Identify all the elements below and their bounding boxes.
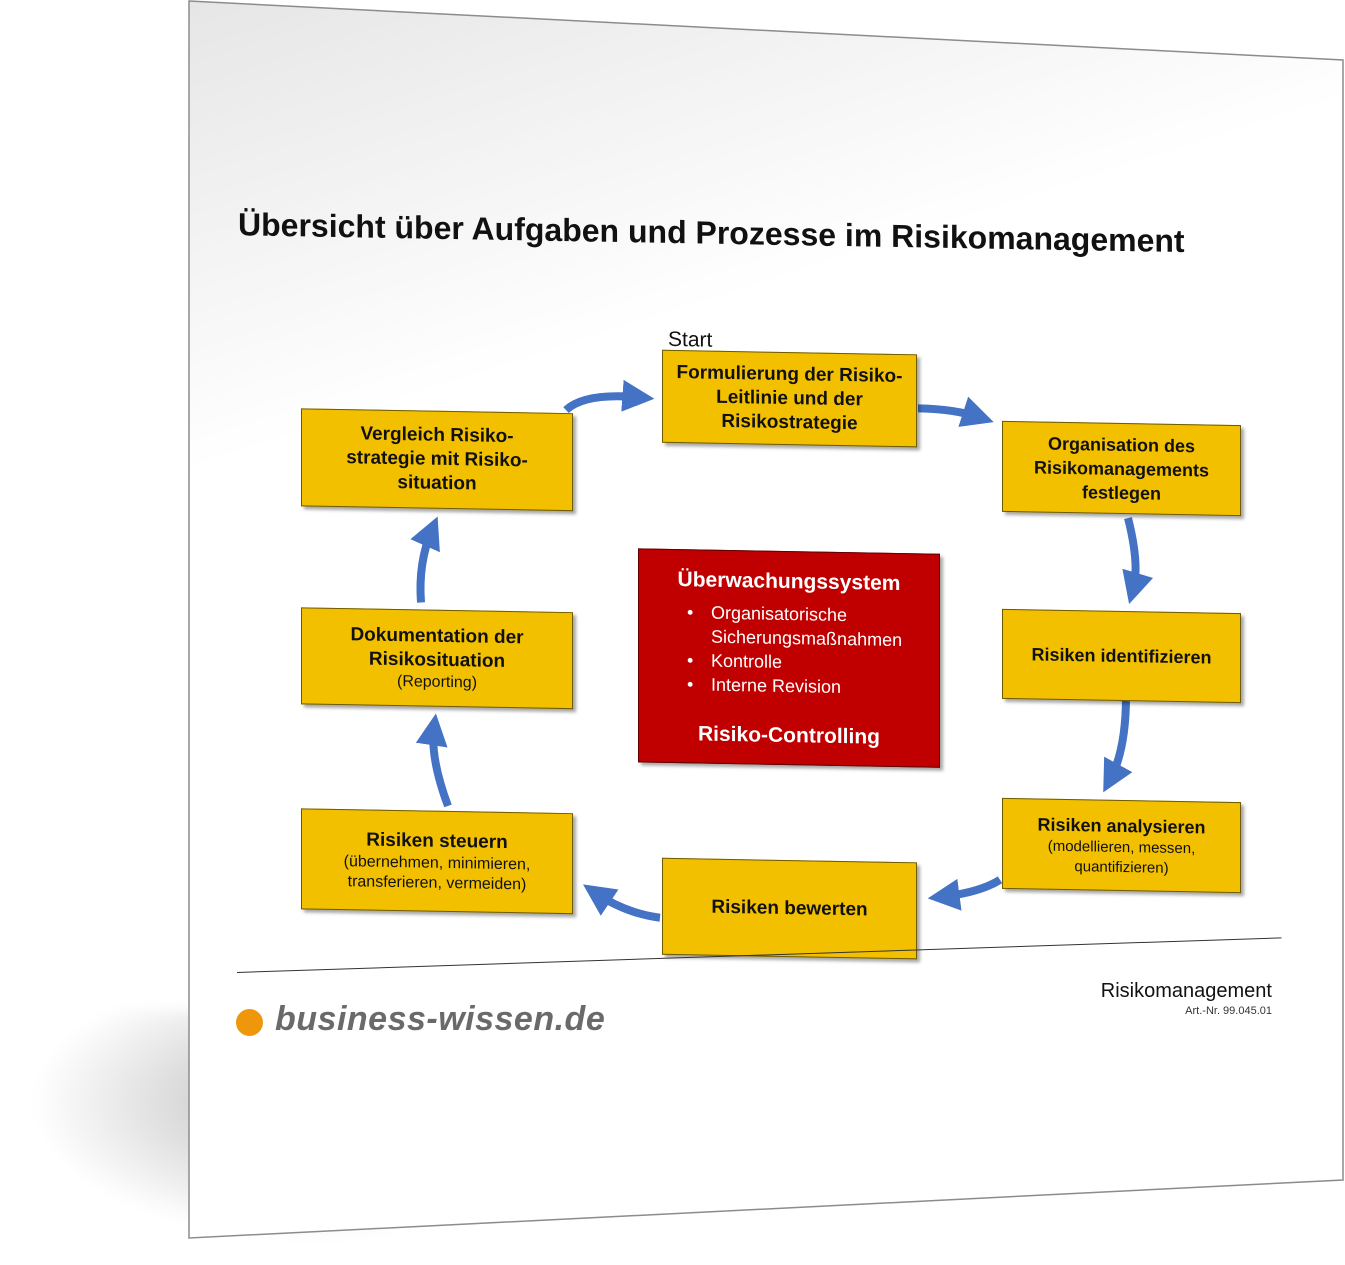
box-dokumentation: Dokumentation der Risikosituation (Repor… [301,607,573,710]
center-list-item-1: Organisatorische Sicherungsmaßnahmen [711,601,902,652]
arrow-steuern-to-dokumentation [415,713,452,808]
arrow-bewerten-to-steuern [583,884,661,922]
arrow-organisation-to-identifizieren [1122,517,1154,604]
box-bewerten-line-1: Risiken bewerten [711,896,868,920]
box-organisation-line-2: Risikomanagements [1033,456,1210,481]
box-formulierung: Formulierung der Risiko- Leitlinie und d… [662,349,917,448]
box-formulierung-line-3: Risikostrategie [721,410,858,434]
arrow-identifizieren-to-analysieren [1103,695,1133,793]
box-analysieren: Risiken analysieren (modellieren, messen… [1002,797,1241,894]
footer-article-number: Art.-Nr. 99.045.01 [1185,1005,1272,1017]
box-formulierung-line-2: Leitlinie und der [716,386,863,410]
footer-doc-title: Risikomanagement [1100,980,1272,1002]
box-steuern: Risiken steuern (übernehmen, minimieren,… [301,808,573,915]
box-vergleich-line-3: situation [397,472,477,495]
logo-dot-icon [236,1009,263,1036]
box-analysieren-sub-2: quantifizieren) [1074,857,1169,877]
center-box-ueberwachung: Überwachungssystem Organisatorische Sich… [638,548,940,768]
center-list-item-2: Kontrolle [711,649,902,676]
center-list-item-1-line-1: Organisatorische [711,602,848,626]
center-box-title: Überwachungssystem [677,568,901,596]
box-bewerten: Risiken bewerten [662,857,917,960]
logo-text: business-wissen.de [275,1000,606,1038]
center-list-item-3: Interne Revision [711,673,902,700]
box-dokumentation-sub: (Reporting) [396,672,478,691]
box-steuern-sub-2: transferieren, vermeiden) [347,872,527,893]
box-steuern-main: Risiken steuern [366,829,508,853]
arrow-dokumentation-to-vergleich [410,516,440,603]
box-organisation-line-3: festlegen [1081,481,1162,504]
box-vergleich: Vergleich Risiko- strategie mit Risiko- … [301,408,573,512]
center-box-list: Organisatorische Sicherungsmaßnahmen Kon… [685,600,902,700]
center-box-footer: Risiko-Controlling [698,722,880,749]
arrow-formulierung-to-organisation [917,396,994,427]
center-list-item-1-line-2: Sicherungsmaßnahmen [711,626,903,651]
box-vergleich-line-2: strategie mit Risiko- [346,447,528,472]
box-identifizieren: Risiken identifizieren [1002,608,1241,704]
arrow-vergleich-to-formulierung [563,379,655,414]
box-dokumentation-line-2: Risikosituation [368,648,506,672]
brand-logo: business-wissen.de [236,1000,605,1039]
box-analysieren-sub-1: (modellieren, messen, [1047,837,1196,857]
box-formulierung-line-1: Formulierung der Risiko- [676,361,903,387]
box-organisation-line-1: Organisation des [1047,433,1196,456]
arrow-analysieren-to-bewerten [927,876,1003,911]
box-dokumentation-line-1: Dokumentation der [350,623,524,648]
box-identifizieren-line-1: Risiken identifizieren [1031,644,1212,668]
box-vergleich-line-1: Vergleich Risiko- [360,423,514,448]
box-organisation: Organisation des Risikomanagements festl… [1002,420,1241,517]
box-analysieren-main: Risiken analysieren [1037,813,1206,837]
